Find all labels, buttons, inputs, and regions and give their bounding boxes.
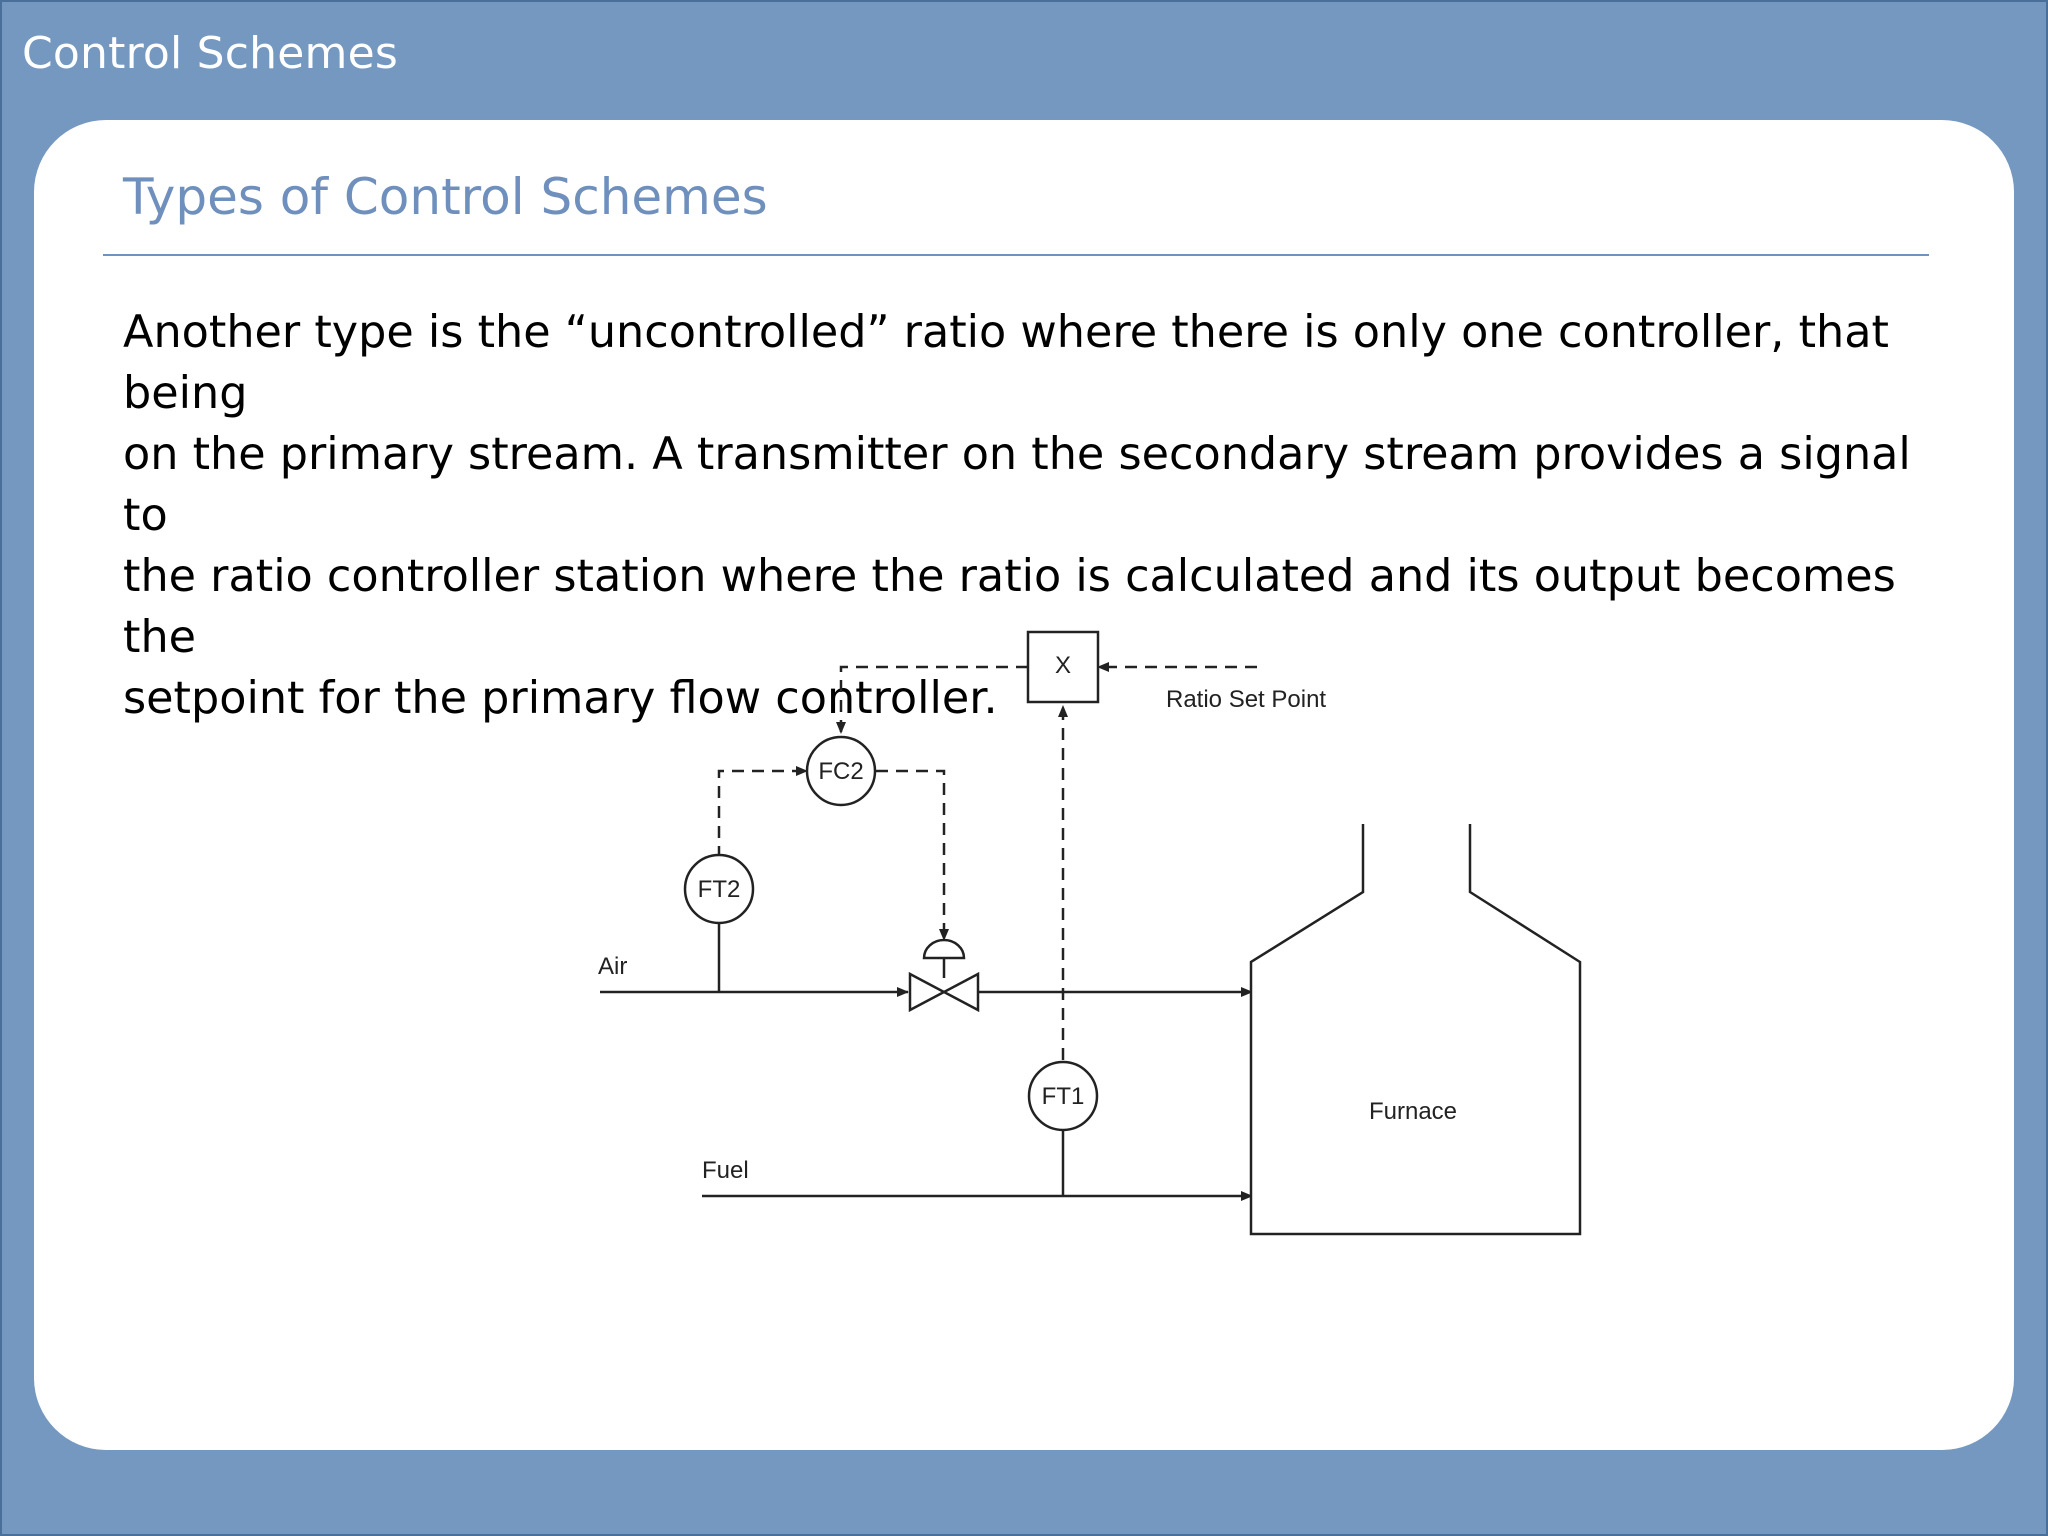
ratio-set-point-label: Ratio Set Point <box>1166 686 1326 713</box>
signal-ft2-to-fc2 <box>717 766 808 858</box>
section-title: Control Schemes <box>22 28 398 79</box>
furnace-vessel <box>1249 824 1582 1236</box>
furnace-label: Furnace <box>1369 1098 1457 1125</box>
ft2-label: FT2 <box>698 876 741 903</box>
multiplier-box <box>1026 630 1100 704</box>
multiplier-label: X <box>1055 652 1071 679</box>
fuel-label: Fuel <box>702 1157 749 1184</box>
signal-x-to-fc2 <box>836 665 1028 734</box>
content-card <box>34 120 2014 1450</box>
fc2-controller <box>805 735 877 807</box>
title-divider <box>103 254 1929 256</box>
slide-title: Types of Control Schemes <box>123 168 768 226</box>
signal-fc2-to-valve <box>876 769 949 941</box>
fc2-label: FC2 <box>818 758 863 785</box>
control-valve <box>908 938 980 1013</box>
body-paragraph: Another type is the “uncontrolled” ratio… <box>123 307 1911 724</box>
air-label: Air <box>598 953 627 980</box>
ft1-transmitter <box>1027 1060 1099 1132</box>
ft1-label: FT1 <box>1042 1083 1085 1110</box>
ft2-transmitter <box>683 853 755 925</box>
